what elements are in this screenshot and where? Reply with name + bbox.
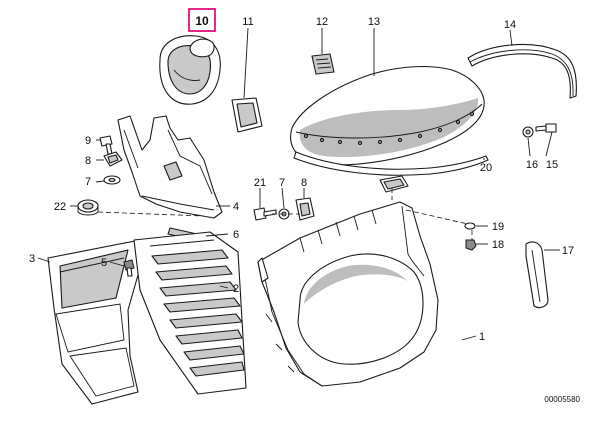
part-7-washer-left[interactable] [103, 175, 121, 185]
label-part-7-left[interactable]: 7 [85, 176, 91, 188]
mounting-clip[interactable] [379, 175, 409, 193]
label-part-14[interactable]: 14 [504, 19, 516, 31]
assembly-lines [97, 188, 473, 240]
label-part-1[interactable]: 1 [479, 331, 485, 343]
label-part-4[interactable]: 4 [233, 201, 239, 213]
diagram-reference-number: 00005580 [544, 395, 580, 404]
label-part-16[interactable]: 16 [526, 159, 538, 171]
part-12-label-plate[interactable] [311, 53, 335, 75]
label-part-7-center[interactable]: 7 [279, 177, 285, 189]
part-8-nut-left[interactable] [103, 151, 123, 167]
part-16-washer[interactable] [522, 126, 534, 138]
label-part-17[interactable]: 17 [562, 245, 574, 257]
highlight-box-part-10 [188, 8, 216, 32]
part-5-screw[interactable] [123, 259, 135, 277]
part-2-vent-grille[interactable] [133, 231, 247, 395]
label-part-8-center[interactable]: 8 [301, 177, 307, 189]
part-3-inner-panel[interactable] [47, 239, 145, 405]
part-18-bolt[interactable] [465, 239, 477, 251]
part-19-washer[interactable] [464, 222, 476, 230]
label-part-13[interactable]: 13 [368, 16, 380, 28]
label-part-12[interactable]: 12 [316, 16, 328, 28]
part-13-fairing-cowl[interactable] [290, 65, 485, 166]
label-part-20[interactable]: 20 [480, 162, 492, 174]
part-9-screw[interactable] [99, 135, 113, 155]
part-4-mounting-bracket[interactable] [117, 115, 223, 219]
label-part-18[interactable]: 18 [492, 239, 504, 251]
part-1-lower-fairing[interactable] [257, 201, 439, 387]
label-part-21[interactable]: 21 [254, 177, 266, 189]
part-10-rubber-boot[interactable] [159, 35, 221, 105]
label-part-9[interactable]: 9 [85, 135, 91, 147]
label-part-11[interactable]: 11 [242, 16, 253, 28]
label-part-6[interactable]: 6 [233, 229, 239, 241]
leader-lines [37, 27, 560, 341]
part-15-screw[interactable] [535, 123, 557, 133]
label-part-10[interactable]: 10 [195, 14, 209, 28]
label-part-2[interactable]: 2 [233, 283, 239, 295]
part-11-gasket-plate[interactable] [231, 97, 263, 133]
label-part-19[interactable]: 19 [492, 221, 504, 233]
part-20-seal-strip[interactable] [293, 151, 489, 176]
label-part-15[interactable]: 15 [546, 159, 558, 171]
part-22-grommet[interactable] [77, 199, 99, 216]
part-labels: 10 11 12 13 14 9 8 7 22 4 21 7 8 6 3 5 2… [29, 8, 581, 404]
label-part-22[interactable]: 22 [54, 201, 66, 213]
label-part-5[interactable]: 5 [101, 257, 107, 269]
part-14-edge-trim[interactable] [467, 43, 577, 99]
part-21-screw[interactable] [253, 207, 277, 221]
label-part-8-left[interactable]: 8 [85, 155, 91, 167]
part-8-clip-nut-center[interactable] [295, 197, 315, 221]
part-17-side-strip[interactable] [525, 241, 549, 309]
label-part-3[interactable]: 3 [29, 253, 35, 265]
